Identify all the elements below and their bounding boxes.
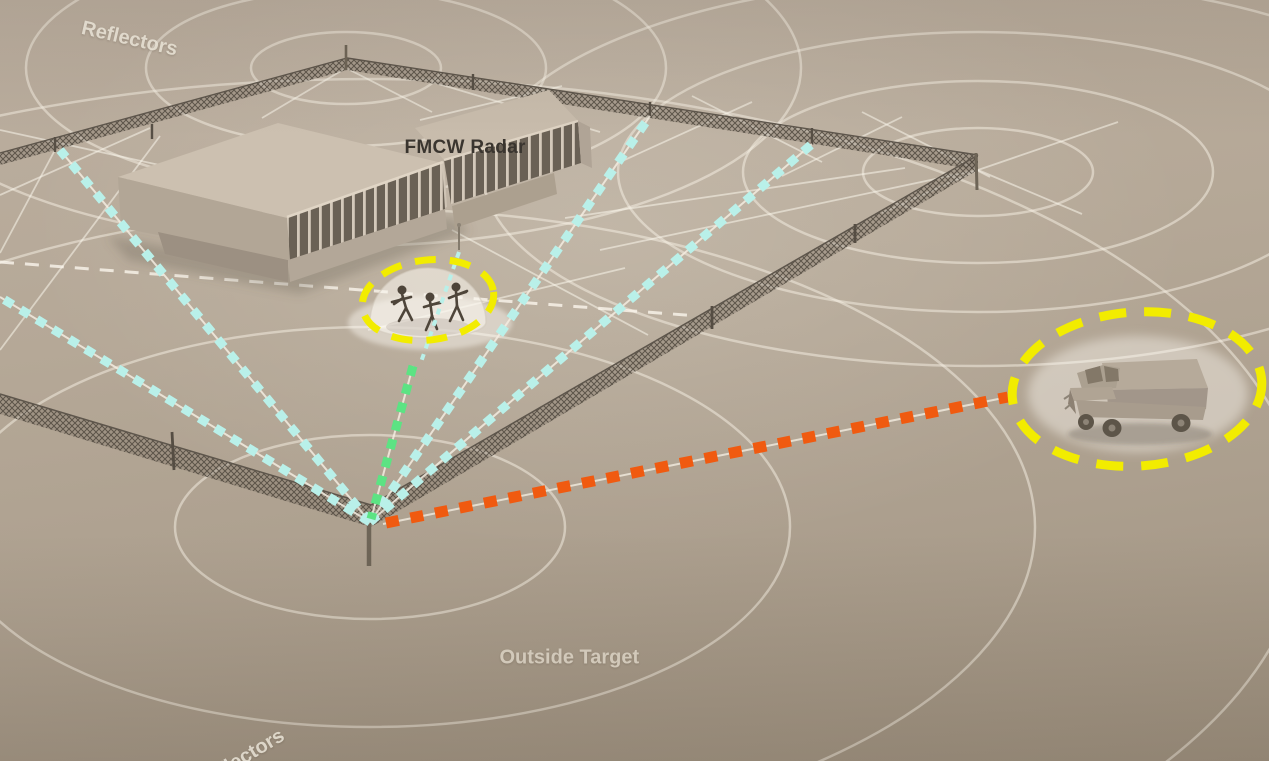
label-inside-target: Inside Target xyxy=(0,500,1041,522)
perimeter-fence-far xyxy=(0,45,979,170)
ground-dashed-line xyxy=(0,260,699,318)
target-echo-beam-green xyxy=(366,364,418,521)
building-left-slab xyxy=(118,123,447,282)
building-right-slab xyxy=(415,90,592,228)
label-fmcw-radar-right: FMCW Radar xyxy=(404,137,526,158)
radar-beams-cyan xyxy=(0,113,815,526)
soldier-1 xyxy=(390,285,414,323)
soldier-3 xyxy=(447,282,469,323)
radar-pole-right xyxy=(974,152,979,191)
soldier-2 xyxy=(422,292,443,332)
inside-target-ellipse xyxy=(358,255,498,345)
label-outside-target: Outside Target xyxy=(499,646,640,669)
soldiers xyxy=(390,282,469,332)
outside-target-beam-orange xyxy=(382,391,1010,529)
fence-posts-far xyxy=(53,74,814,152)
building xyxy=(108,90,592,294)
antenna-beam-thin-cyan xyxy=(418,251,461,366)
rooftop-antenna xyxy=(457,223,461,250)
humvee-vehicle xyxy=(1063,359,1212,445)
perimeter-fence-near xyxy=(0,152,979,566)
fence-posts-near xyxy=(170,224,857,471)
wheels xyxy=(1078,414,1191,437)
outside-target-ellipse xyxy=(1007,307,1267,471)
